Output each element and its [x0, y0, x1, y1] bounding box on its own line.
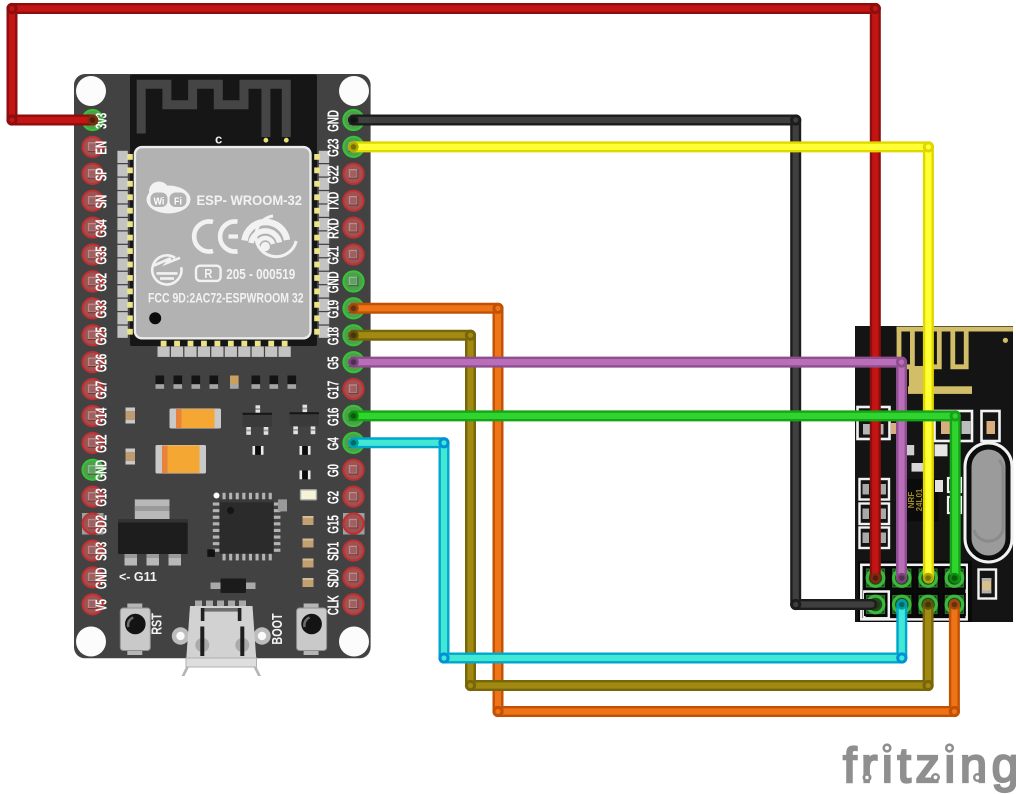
svg-text:<- G11: <- G11: [119, 570, 157, 584]
svg-text:G18: G18: [324, 326, 342, 345]
svg-text:G34: G34: [92, 219, 110, 238]
svg-text:G2: G2: [324, 491, 342, 504]
svg-text:NRF: NRF: [907, 492, 916, 509]
svg-text:G16: G16: [324, 408, 342, 426]
svg-text:G14: G14: [92, 407, 110, 426]
svg-text:G4: G4: [324, 437, 342, 451]
svg-text:SD0: SD0: [324, 569, 342, 588]
svg-text:G33: G33: [92, 300, 110, 318]
svg-text:EN: EN: [92, 141, 110, 154]
svg-text:Fi: Fi: [174, 196, 182, 208]
svg-text:BOOT: BOOT: [268, 613, 285, 644]
svg-text:fritzing: fritzing: [843, 739, 1016, 793]
svg-text:GND: GND: [324, 271, 342, 293]
svg-text:RXD: RXD: [324, 218, 342, 239]
svg-text:G22: G22: [324, 166, 342, 184]
svg-text:V5: V5: [92, 599, 110, 611]
svg-text:24L01: 24L01: [915, 488, 924, 511]
svg-text:G12: G12: [92, 435, 110, 453]
svg-text:GND: GND: [324, 110, 342, 132]
svg-text:G23: G23: [324, 139, 342, 157]
svg-text:c: c: [215, 132, 222, 147]
svg-text:GND: GND: [92, 459, 110, 481]
svg-text:G13: G13: [92, 489, 110, 507]
svg-text:205 - 000519: 205 - 000519: [226, 266, 295, 283]
svg-text:ESP- WROOM-32: ESP- WROOM-32: [197, 193, 302, 209]
svg-text:SD3: SD3: [92, 542, 110, 561]
svg-text:SD1: SD1: [324, 541, 342, 561]
svg-text:GND: GND: [92, 567, 110, 589]
svg-text:G35: G35: [92, 246, 110, 265]
svg-text:SD2: SD2: [92, 515, 110, 534]
svg-text:G5: G5: [324, 356, 342, 370]
svg-text:CLK: CLK: [324, 595, 342, 615]
svg-text:SN: SN: [92, 195, 110, 208]
svg-text:G26: G26: [92, 354, 110, 372]
svg-text:TXD: TXD: [324, 192, 342, 212]
svg-text:G27: G27: [92, 381, 110, 399]
svg-text:G19: G19: [324, 300, 342, 318]
svg-text:G17: G17: [324, 381, 342, 399]
svg-text:G25: G25: [92, 326, 110, 345]
svg-text:RST: RST: [148, 613, 165, 635]
svg-text:G21: G21: [324, 246, 342, 265]
svg-text:R: R: [204, 266, 213, 281]
svg-text:G32: G32: [92, 273, 110, 291]
svg-text:FCC 9D:2AC72-ESPWROOM 32: FCC 9D:2AC72-ESPWROOM 32: [148, 290, 304, 306]
svg-text:G0: G0: [324, 464, 342, 477]
svg-text:SP: SP: [92, 168, 110, 181]
svg-text:Wi: Wi: [154, 196, 165, 208]
svg-text:G15: G15: [324, 515, 342, 534]
